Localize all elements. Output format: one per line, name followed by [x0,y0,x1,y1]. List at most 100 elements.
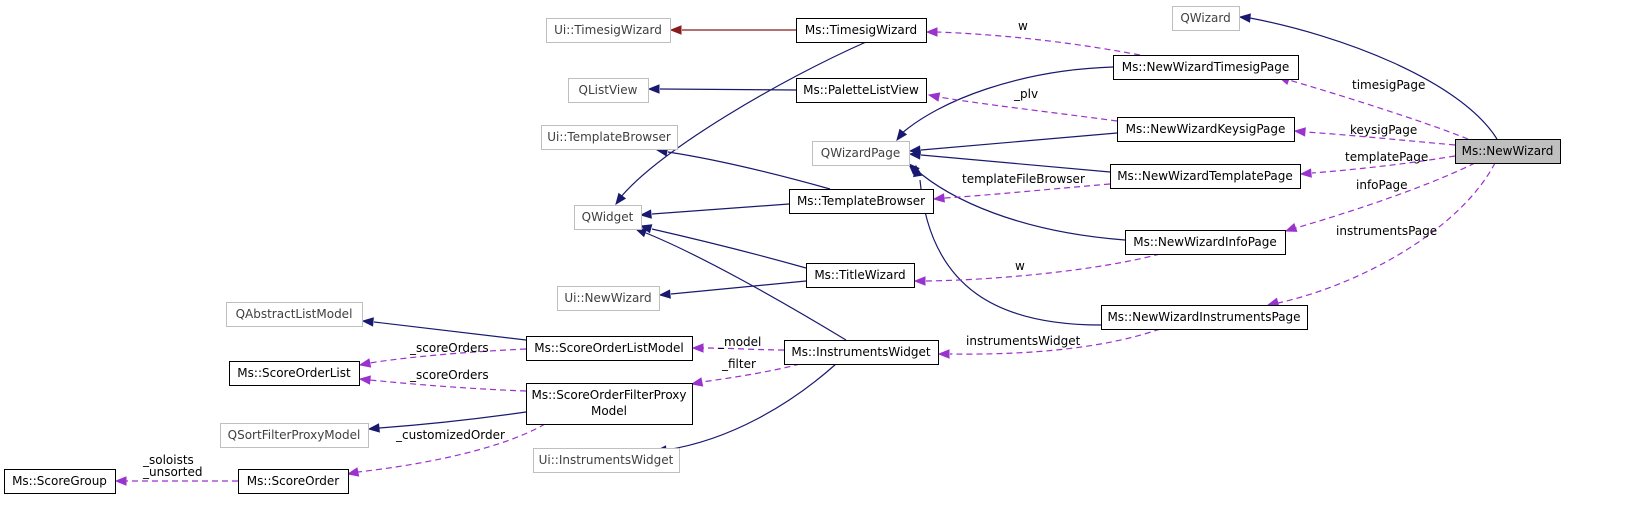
class-label: Ms::TimesigWizard [805,23,917,37]
edge-line [949,328,1161,355]
edge-label: _scoreOrders [409,341,489,355]
arrowhead-icon [932,193,945,203]
edge-label: infoPage [1356,178,1408,192]
class-node-ms-titlewizard[interactable]: Ms::TitleWizard [806,263,915,288]
class-label: QWizard [1180,11,1230,25]
arrowhead-icon [913,276,926,286]
edge-line [378,411,527,429]
arrowhead-icon [647,84,660,94]
edge-line [369,379,527,392]
edge-ms-newwizard-to-ms-newwizardtemplatepage: templatePage [1299,150,1456,178]
edge-label: timesigPage [1352,78,1425,92]
edge-line [925,253,1161,282]
class-node-ms-instrumentswidget[interactable]: Ms::InstrumentsWidget [784,340,939,365]
class-label: Ms::ScoreOrderListModel [534,341,683,355]
edge-label: _plv [1013,87,1038,101]
class-node-ms-scoregroup[interactable]: Ms::ScoreGroup [4,469,116,494]
arrowhead-icon [658,289,671,299]
edge-line [619,41,867,199]
class-box [557,286,660,311]
edge-ms-scoreorder-to-ms-scoregroup: _soloists_unsorted [114,453,238,486]
class-node-ms-templatebrowser[interactable]: Ms::TemplateBrowser [789,189,934,214]
class-node-ms-timesigwizard[interactable]: Ms::TimesigWizard [796,18,927,43]
edge-line [1288,79,1469,140]
arrowhead-icon [639,209,652,219]
edge-ms-scoreorderfilterproxymodel-to-qsortfilterproxymodel [367,411,527,433]
edge-line [913,167,1126,241]
class-label: Ms::NewWizardTemplatePage [1117,169,1293,183]
class-node-ms-newwizard[interactable]: Ms::NewWizard [1455,139,1561,164]
edge-ms-newwizardtemplatepage-to-qwizardpage [908,150,1111,173]
edge-line [943,183,1111,199]
edge-ms-titlewizard-to-qwidget [639,224,807,269]
class-box [574,205,642,230]
class-node-ui-timesigwizard: Ui::TimesigWizard [546,18,671,43]
class-box [220,423,369,448]
edge-ms-newwizardinstrumentspage-to-qwizardpage [913,164,1102,326]
class-node-ms-newwizardkeysigpage[interactable]: Ms::NewWizardKeysigPage [1117,117,1295,142]
class-node-ms-newwizardinfopage[interactable]: Ms::NewWizardInfoPage [1125,230,1286,255]
arrowhead-icon [1238,13,1251,23]
class-node-ms-palettelistview[interactable]: Ms::PaletteListView [796,78,927,103]
arrowhead-icon [925,27,938,37]
class-node-ms-scoreorderlistmodel[interactable]: Ms::ScoreOrderListModel [526,336,693,361]
edge-ms-palettelistview-to-qlistview [647,84,797,94]
class-node-ms-newwizardinstrumentspage[interactable]: Ms::NewWizardInstrumentsPage [1101,305,1308,330]
class-box [784,340,939,365]
class-node-ui-instrumentswidget: Ui::InstrumentsWidget [533,448,680,473]
arrowhead-icon [114,476,127,486]
class-label: Ms::NewWizardInstrumentsPage [1107,310,1300,324]
edge-label: _soloists [142,453,194,467]
edge-line [702,347,785,351]
class-node-qsortfilterproxymodel: QSortFilterProxyModel [220,423,369,448]
class-node-ms-scoreorder[interactable]: Ms::ScoreOrder [238,469,349,494]
edge-line [900,66,1114,135]
arrowhead-icon [913,164,923,178]
class-box [1455,139,1561,164]
class-node-qwidget: QWidget [574,205,642,230]
edge-label: _model [717,335,761,349]
edge-line [1311,155,1456,174]
edge-ms-newwizardinstrumentspage-to-ms-instrumentswidget: instrumentsWidget [937,328,1161,359]
class-label: QAbstractListModel [236,307,353,321]
class-label: Ui::TemplateBrowser [547,130,671,144]
edge-ms-timesigwizard-to-qwidget [615,41,867,206]
edge-label: _scoreOrders [409,368,489,382]
edge-line [919,179,1102,326]
edge-label: w [1015,259,1025,273]
class-box [1113,55,1299,80]
edge-label: keysigPage [1350,123,1417,137]
class-node-ms-scoreorderlist[interactable]: Ms::ScoreOrderList [229,361,360,386]
class-box [796,78,927,103]
edge-ms-newwizard-to-ms-newwizardinfopage: infoPage [1284,162,1476,232]
class-node-qabstractlistmodel: QAbstractListModel [226,302,363,327]
edge-line [670,280,807,295]
class-label: Ms::TitleWizard [814,268,905,282]
class-box [229,361,360,386]
class-node-ms-newwizardtemplatepage[interactable]: Ms::NewWizardTemplatePage [1110,164,1301,189]
class-box [1172,6,1240,31]
arrowhead-icon [1299,168,1312,178]
arrowhead-icon [1293,127,1306,137]
edge-ms-newwizardinfopage-to-ms-titlewizard: w [913,253,1161,286]
edge-line [645,232,847,341]
edge-line [651,203,790,215]
edge-line [373,321,527,341]
edge-label: templateFileBrowser [962,172,1085,186]
edge-ms-instrumentswidget-to-ms-scoreorderlistmodel: _model [691,335,785,353]
arrowhead-icon [346,467,360,477]
class-node-ms-newwizardtimesigpage[interactable]: Ms::NewWizardTimesigPage [1113,55,1299,80]
edge-line [357,423,546,473]
edge-label: _filter [721,357,756,371]
arrowhead-icon [690,377,704,387]
class-node-qwizard: QWizard [1172,6,1240,31]
edge-ms-newwizard-to-ms-newwizardkeysigpage: keysigPage [1293,123,1456,146]
class-box [541,125,678,150]
edge-ms-newwizardkeysigpage-to-qwizardpage [908,132,1118,155]
class-label: Ms::ScoreOrderFilterProxy [532,388,687,402]
edge-ms-newwizardtimesigpage-to-qwizardpage [896,66,1114,142]
class-box [546,18,671,43]
edge-label: _customizedOrder [395,428,505,442]
